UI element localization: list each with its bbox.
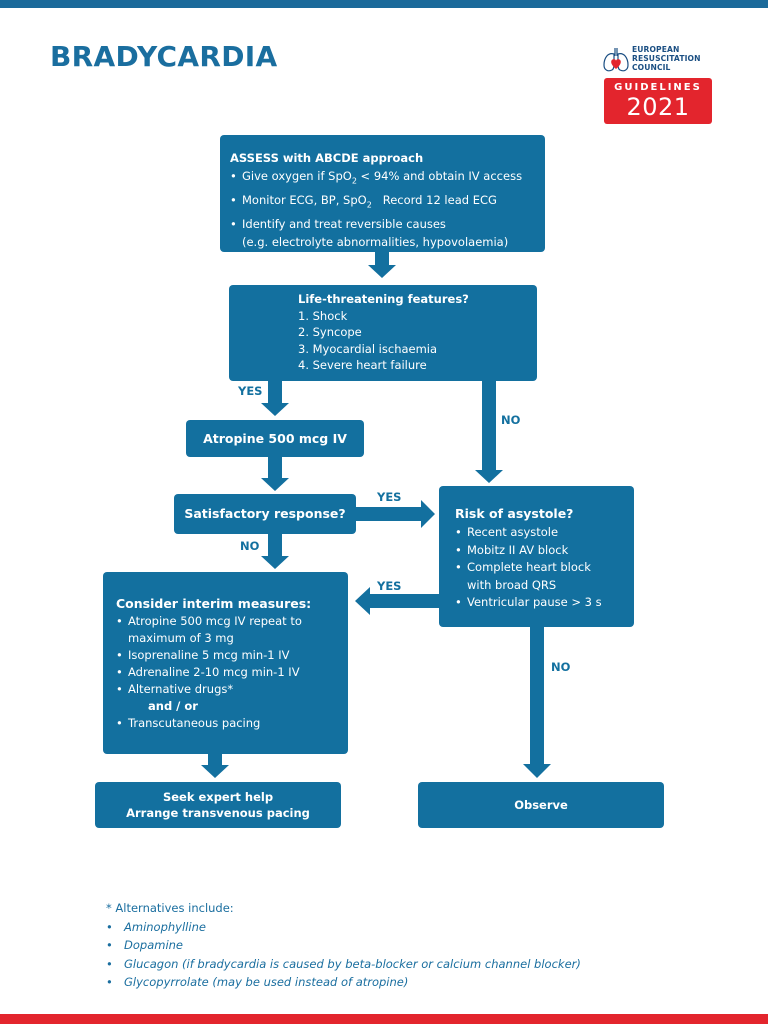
interim-list: Atropine 500 mcg IV repeat to maximum of… xyxy=(116,613,340,698)
atropine-box: Atropine 500 mcg IV xyxy=(186,420,364,457)
list-item: Alternative drugs* xyxy=(116,681,340,698)
arrow-interim-to-seek xyxy=(201,754,229,778)
arrow-life-to-risk xyxy=(475,381,503,483)
top-bar xyxy=(0,0,768,8)
no-label-life: NO xyxy=(501,413,521,427)
arrow-risk-to-interim xyxy=(355,587,439,615)
logo-line-1: EUROPEAN xyxy=(632,45,680,54)
list-item: 1. Shock xyxy=(298,308,348,323)
arrow-assess-to-life xyxy=(368,252,396,278)
list-item: Mobitz II AV block xyxy=(455,542,626,560)
assess-continuation: (e.g. electrolyte abnormalities, hypovol… xyxy=(242,235,509,250)
seek-line-2: Arrange transvenous pacing xyxy=(126,805,310,820)
alternatives-notes: * Alternatives include: Aminophylline Do… xyxy=(106,899,581,992)
arrow-risk-to-observe xyxy=(523,627,551,778)
arrow-satisfactory-to-interim xyxy=(261,534,289,569)
yes-label-satisfactory: YES xyxy=(377,490,402,504)
arrow-atropine-to-satisfactory xyxy=(261,457,289,491)
list-item: 2. Syncope xyxy=(298,325,362,339)
logo-line-3: COUNCIL xyxy=(632,63,671,72)
risk-heading: Risk of asystole? xyxy=(455,506,574,521)
list-item: Identify and treat reversible causes xyxy=(230,215,533,234)
erc-logo: EUROPEAN RESUSCITATION COUNCIL GUIDELINE… xyxy=(600,42,712,124)
logo-guidelines-badge: GUIDELINES 2021 xyxy=(604,78,712,124)
list-item: Glucagon (if bradycardia is caused by be… xyxy=(106,955,581,974)
list-item: Complete heart block with broad QRS xyxy=(455,559,617,594)
life-threatening-box: Life-threatening features? 1. Shock 2. S… xyxy=(229,285,537,381)
page-title: BRADYCARDIA xyxy=(50,40,278,73)
assess-box: ASSESS with ABCDE approach Give oxygen i… xyxy=(220,135,545,252)
list-item: Atropine 500 mcg IV repeat to maximum of… xyxy=(116,613,328,647)
list-item: Isoprenaline 5 mcg min-1 IV xyxy=(116,647,340,664)
list-item: Transcutaneous pacing xyxy=(116,715,340,732)
and-or-label: and / or xyxy=(148,699,198,713)
list-item: Dopamine xyxy=(106,936,581,955)
seek-line-1: Seek expert help xyxy=(162,790,274,804)
assess-heading: ASSESS with ABCDE approach xyxy=(230,151,424,165)
risk-of-asystole-box: Risk of asystole? Recent asystole Mobitz… xyxy=(439,486,634,627)
arrow-satisfactory-to-risk xyxy=(356,500,435,528)
yes-label-life: YES xyxy=(238,384,263,398)
logo-line-2: RESUSCITATION xyxy=(632,54,701,63)
yes-label-risk: YES xyxy=(377,579,402,593)
no-label-risk: NO xyxy=(551,660,571,674)
interim-heading: Consider interim measures: xyxy=(116,596,312,611)
seek-expert-help-box: Seek expert help Arrange transvenous pac… xyxy=(95,782,341,828)
list-item: Monitor ECG, BP, SpO2 Record 12 lead ECG xyxy=(230,191,533,215)
notes-list: Aminophylline Dopamine Glucagon (if brad… xyxy=(106,918,581,992)
life-heading: Life-threatening features? xyxy=(298,292,469,306)
satisfactory-response-box: Satisfactory response? xyxy=(174,494,356,534)
list-item: Glycopyrrolate (may be used instead of a… xyxy=(106,973,581,992)
list-item: Give oxygen if SpO2 < 94% and obtain IV … xyxy=(230,167,533,191)
interim-measures-box: Consider interim measures: Atropine 500 … xyxy=(103,572,348,754)
list-item: Recent asystole xyxy=(455,524,626,542)
arrow-life-to-atropine xyxy=(261,381,289,416)
list-item: Ventricular pause > 3 s xyxy=(455,594,626,612)
logo-text: EUROPEAN RESUSCITATION COUNCIL xyxy=(632,45,701,72)
assess-list: Give oxygen if SpO2 < 94% and obtain IV … xyxy=(230,167,533,233)
risk-list: Recent asystole Mobitz II AV block Compl… xyxy=(455,524,626,612)
logo-header: EUROPEAN RESUSCITATION COUNCIL xyxy=(600,42,712,76)
lungs-heart-icon xyxy=(603,48,629,72)
notes-heading: * Alternatives include: xyxy=(106,901,234,915)
logo-year: 2021 xyxy=(626,93,690,121)
list-item: 4. Severe heart failure xyxy=(298,358,427,372)
bottom-bar xyxy=(0,1014,768,1024)
observe-box: Observe xyxy=(418,782,664,828)
logo-guidelines: GUIDELINES xyxy=(614,82,702,93)
list-item: Adrenaline 2-10 mcg min-1 IV xyxy=(116,664,340,681)
no-label-satisfactory: NO xyxy=(240,539,260,553)
list-item: 3. Myocardial ischaemia xyxy=(298,341,438,356)
list-item: Aminophylline xyxy=(106,918,581,937)
